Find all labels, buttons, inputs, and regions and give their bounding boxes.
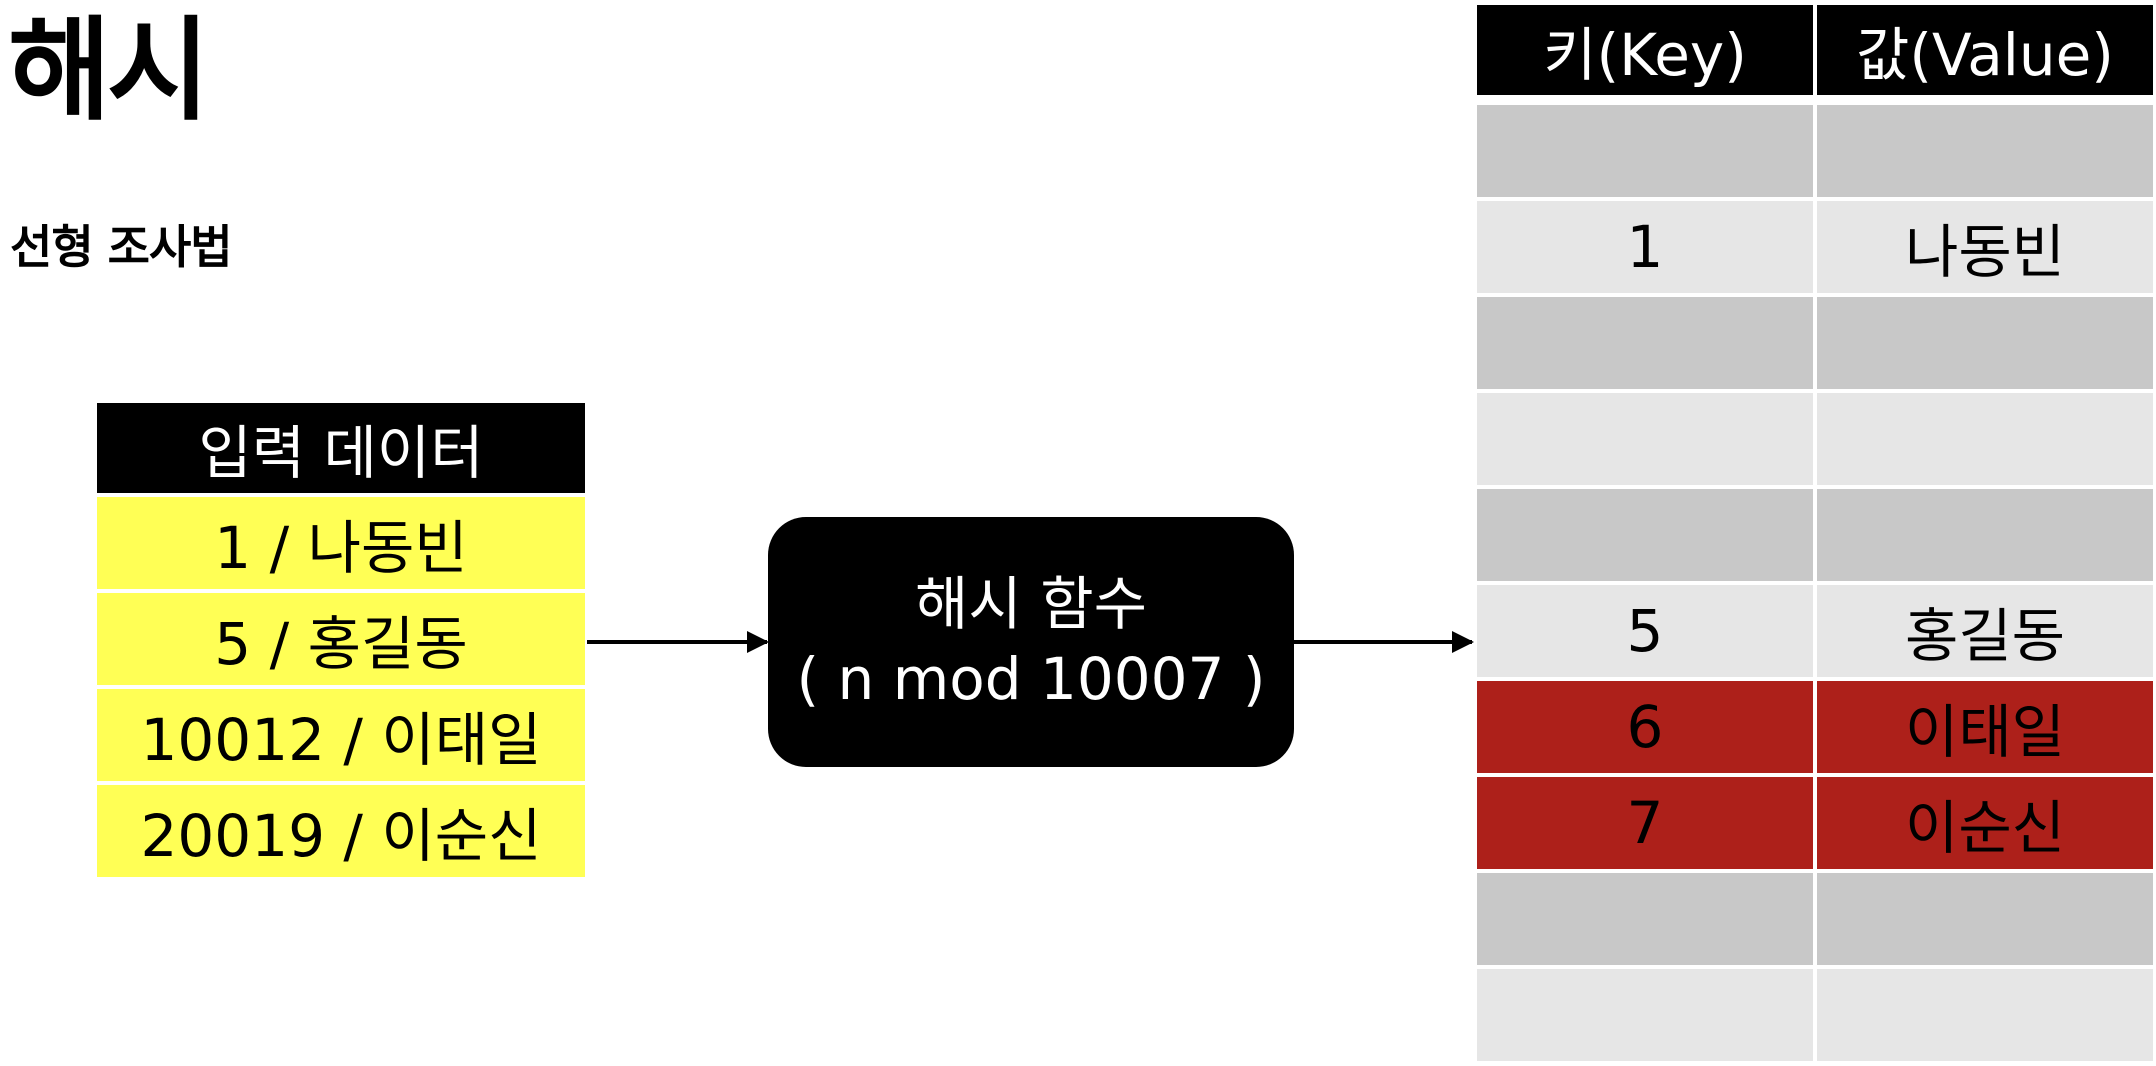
page-subtitle: 선형 조사법 <box>10 220 233 274</box>
hash-table-value-cell <box>1817 489 2153 581</box>
hash-table-row <box>1477 969 2153 1061</box>
hash-table-value-cell: 이순신 <box>1817 777 2153 869</box>
hash-table-value-cell: 이태일 <box>1817 681 2153 773</box>
hash-table-row <box>1477 297 2153 389</box>
hash-table-key-cell: 5 <box>1477 585 1813 677</box>
hash-table-key-cell: 1 <box>1477 201 1813 293</box>
hash-table-value-cell <box>1817 393 2153 485</box>
hash-table-header: 키(Key) 값(Value) <box>1477 5 2153 95</box>
hash-table-value-cell: 나동빈 <box>1817 201 2153 293</box>
hash-function-label: 해시 함수 <box>915 569 1147 638</box>
hash-table-row <box>1477 393 2153 485</box>
input-row: 10012 / 이태일 <box>97 689 585 781</box>
arrow-to-hash-function <box>587 631 769 653</box>
value-column-header: 값(Value) <box>1817 5 2153 95</box>
input-table-header: 입력 데이터 <box>97 403 585 493</box>
input-row: 20019 / 이순신 <box>97 785 585 877</box>
hash-table-key-cell: 7 <box>1477 777 1813 869</box>
hash-table-row <box>1477 489 2153 581</box>
hash-function-formula: ( n mod 10007 ) <box>796 645 1266 713</box>
hash-table-key-cell <box>1477 489 1813 581</box>
hash-table-key-cell <box>1477 393 1813 485</box>
input-data-table: 입력 데이터 1 / 나동빈 5 / 홍길동 10012 / 이태일 20019… <box>97 403 585 877</box>
hash-table-value-cell <box>1817 105 2153 197</box>
hash-table-key-cell: 6 <box>1477 681 1813 773</box>
hash-table-key-cell <box>1477 873 1813 965</box>
hash-table-value-cell: 홍길동 <box>1817 585 2153 677</box>
key-column-header: 키(Key) <box>1477 5 1813 95</box>
hash-table-key-cell <box>1477 105 1813 197</box>
hash-table-key-cell <box>1477 297 1813 389</box>
hash-function-box: 해시 함수 ( n mod 10007 ) <box>768 517 1294 767</box>
hash-table-value-cell <box>1817 873 2153 965</box>
hash-table-value-cell <box>1817 969 2153 1061</box>
hash-table-key-cell <box>1477 969 1813 1061</box>
arrow-to-hash-table <box>1294 631 1474 653</box>
input-row: 1 / 나동빈 <box>97 497 585 589</box>
input-row: 5 / 홍길동 <box>97 593 585 685</box>
page-title: 해시 <box>8 6 210 136</box>
hash-table-row <box>1477 873 2153 965</box>
hash-table-value-cell <box>1817 297 2153 389</box>
hash-table-row <box>1477 105 2153 197</box>
